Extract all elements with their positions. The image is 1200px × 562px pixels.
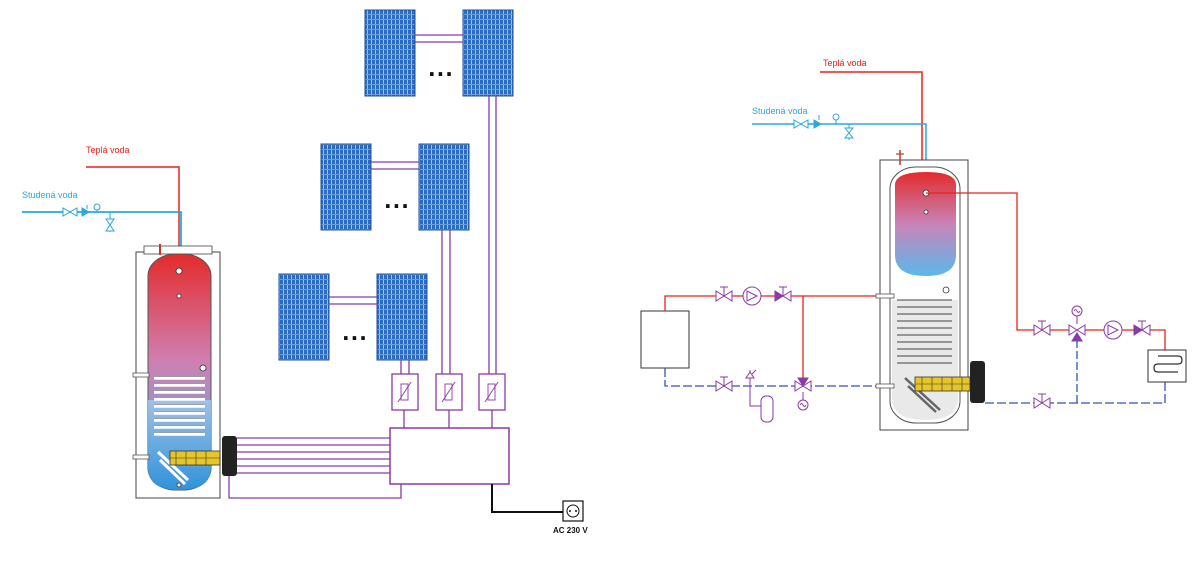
expansion-vessel-icon: [745, 369, 774, 423]
left-ac-wire: [491, 484, 563, 513]
left-solar-row-3: [278, 273, 428, 361]
solar-panel-icon: [364, 9, 416, 97]
right-heat-exchanger-icon: [1147, 349, 1187, 383]
right-right-loop-fittings: [1033, 305, 1151, 409]
valve-icon: [715, 376, 733, 392]
right-return-pipe-left: [664, 368, 876, 387]
pump-icon: [742, 286, 762, 306]
right-supply-pipe-left: [664, 295, 876, 311]
left-hot-water-label: Teplá voda: [86, 145, 130, 155]
left-heater-wiring: [228, 437, 402, 499]
left-scheme: [22, 9, 584, 522]
check-valve-icon: [1133, 320, 1151, 336]
solar-panel-icon: [462, 9, 514, 97]
left-drain-valve-icon: [105, 218, 115, 226]
power-label: AC 230 V: [553, 526, 588, 535]
right-left-loop-fittings: [715, 286, 812, 423]
solar-panel-icon: [278, 273, 330, 361]
right-hot-water-label: Teplá voda: [823, 58, 867, 68]
valve-icon: [1033, 320, 1051, 336]
right-hot-water-pipe: [820, 71, 923, 160]
three-way-valve-icon: [1068, 305, 1086, 342]
right-boiler-tank-icon: [875, 150, 985, 431]
left-cold-fittings: [62, 203, 115, 232]
solar-panel-icon: [376, 273, 428, 361]
left-solar-row-1: [364, 9, 514, 97]
check-valve-icon: [774, 286, 792, 302]
left-boiler-tank-icon: [132, 244, 237, 499]
right-return-pipe-right: [985, 382, 1166, 404]
left-controller-box-icon: [389, 427, 510, 485]
pump-icon: [1103, 320, 1123, 340]
left-dc-wiring: [400, 96, 497, 428]
right-cold-fittings: [793, 113, 855, 140]
left-fuses: [391, 373, 506, 411]
solar-panel-icon: [418, 143, 470, 231]
left-solar-row-2: [320, 143, 470, 231]
left-ellipsis-row-1: ...: [428, 57, 454, 81]
power-socket-icon: [562, 500, 584, 522]
valve-icon: [1033, 393, 1051, 409]
left-ellipsis-row-2: ...: [384, 189, 410, 213]
right-heat-source-icon: [640, 310, 690, 369]
three-way-valve-icon: [794, 377, 812, 411]
right-cold-water-label: Studená voda: [752, 106, 808, 116]
right-scheme: [640, 71, 1187, 431]
left-hot-water-pipe: [86, 166, 180, 248]
left-cold-water-label: Studená voda: [22, 190, 78, 200]
right-cold-water-pipe: [752, 123, 927, 160]
valve-icon: [715, 286, 733, 302]
solar-panel-icon: [320, 143, 372, 231]
left-ellipsis-row-3: ...: [342, 321, 368, 345]
right-supply-pipe-right: [926, 192, 1166, 350]
left-cold-water-pipe: [22, 211, 182, 248]
